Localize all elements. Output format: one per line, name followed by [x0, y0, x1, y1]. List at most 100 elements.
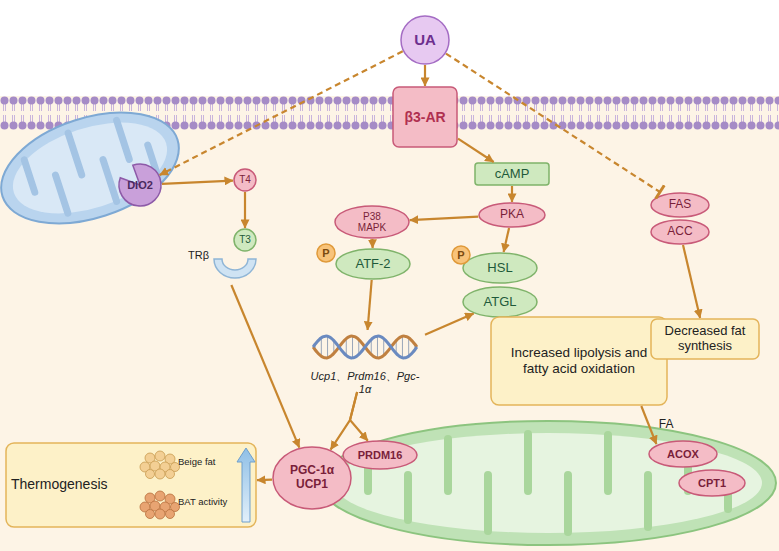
protein-ellipse-outline	[343, 441, 417, 469]
helix-rung	[327, 336, 328, 358]
edge-label: FA	[659, 417, 674, 431]
signal-arrow	[425, 314, 474, 335]
signal-arrow	[371, 239, 373, 248]
beige-fat-icon	[140, 451, 180, 479]
text-holder: DIO2	[118, 163, 162, 207]
receptor-cradle-outline	[214, 259, 256, 278]
brown-fat-icon	[140, 491, 180, 519]
phospho-circle: P	[316, 243, 336, 263]
text-holder: PGC-1αUCP1	[272, 446, 352, 510]
node-text: ACOX	[667, 448, 699, 461]
compound-circle: UA	[400, 15, 450, 65]
enzyme-ellipse-outline	[651, 193, 709, 217]
signal-arrow	[424, 65, 426, 86]
node-text: UCP1	[296, 478, 328, 492]
text-holder: T3	[233, 228, 257, 252]
text-holder: ACC	[650, 219, 710, 245]
factor-ellipse-outline	[336, 249, 410, 279]
enzyme-symbol-outline	[119, 164, 161, 206]
signal-arrow	[257, 478, 272, 481]
node-text: Decreased fat synthesis	[655, 324, 755, 354]
enzyme-ellipse: ACOX	[648, 440, 718, 468]
outcome-box: Increased lipolysis and fatty acid oxida…	[490, 316, 668, 406]
enzyme-symbol: DIO2	[118, 163, 162, 207]
text-holder: HSL	[462, 252, 538, 284]
text-holder: T4	[233, 168, 257, 192]
signal-arrow	[162, 181, 233, 184]
signal-arrow	[641, 406, 656, 444]
node-text: P	[457, 249, 464, 262]
node-text: β3-AR	[404, 109, 445, 125]
phospho-circle-outline	[317, 244, 335, 262]
lipase-ellipse-outline	[463, 253, 537, 283]
enzyme-ellipse: ACC	[650, 219, 710, 245]
helix-rung	[383, 339, 384, 356]
enzyme-ellipse-outline	[679, 470, 745, 496]
text-holder: β3-AR	[392, 86, 458, 148]
receptor-box-outline	[393, 87, 457, 147]
mitochondrion-outer	[0, 92, 193, 244]
node-text: ATF-2	[355, 257, 390, 272]
hormone-circle-outline	[234, 169, 256, 191]
node-text: ACC	[667, 225, 692, 239]
node-text: PRDM16	[358, 449, 403, 462]
text-holder: CPT1	[678, 469, 746, 497]
protein-ellipse: PRDM16	[342, 440, 418, 470]
outcome-box: Decreased fat synthesis	[650, 318, 760, 360]
text-holder: FAS	[650, 192, 710, 218]
signal-arrow	[410, 217, 479, 220]
node-text: Ucp1、Prdm16、Pgc-1α	[305, 370, 425, 395]
phospho-circle-outline	[452, 246, 470, 264]
node-text: TRβ	[188, 249, 220, 262]
messenger-box-outline	[475, 163, 549, 185]
node-text: P38 MAPK	[350, 211, 394, 234]
node-text: CPT1	[698, 477, 726, 490]
text-holder: PKA	[478, 202, 546, 228]
signal-arrow	[683, 245, 700, 318]
text-holder: ThermogenesisBeige fatBAT activity	[5, 442, 257, 528]
cytoplasm	[0, 96, 779, 551]
signal-arrow	[244, 192, 246, 228]
node-text: DIO2	[127, 179, 153, 192]
hormone-circle-outline	[234, 229, 256, 251]
node-text: T4	[239, 174, 251, 186]
signal-arrow	[350, 392, 368, 441]
helix-rung	[408, 338, 409, 357]
signal-arrow	[331, 392, 358, 450]
node-text: Increased lipolysis and fatty acid oxida…	[499, 345, 659, 376]
helix-rung	[321, 338, 322, 357]
node-text: P	[322, 247, 329, 260]
mitochondrion	[0, 92, 193, 244]
outcome-box-outline	[491, 317, 667, 405]
phospho-circle: P	[451, 245, 471, 265]
helix-rung	[402, 336, 403, 358]
node-text: BAT activity	[178, 497, 242, 508]
kinase-ellipse-outline	[479, 203, 545, 227]
text-holder: Increased lipolysis and fatty acid oxida…	[490, 316, 668, 406]
lipase-ellipse: HSL	[462, 252, 538, 284]
signal-arrow	[368, 280, 372, 330]
outcome-box: ThermogenesisBeige fatBAT activity	[5, 442, 257, 528]
enzyme-ellipse-outline	[651, 220, 709, 244]
text-holder: P	[451, 245, 471, 265]
helix-rung	[377, 336, 378, 358]
signal-arrow	[446, 54, 660, 192]
lipase-ellipse: ATGL	[462, 286, 538, 318]
node-text: PKA	[500, 208, 524, 222]
text-holder: cAMP	[474, 162, 550, 186]
enzyme-ellipse: FAS	[650, 192, 710, 218]
text-holder: ATGL	[462, 286, 538, 318]
protein-ellipse-outline	[273, 447, 351, 509]
increase-arrow	[237, 448, 255, 522]
factor-ellipse: ATF-2	[335, 248, 411, 280]
node-text: Thermogenesis	[11, 476, 123, 492]
mitochondrion	[320, 421, 776, 545]
protein-ellipse: PGC-1αUCP1	[272, 446, 352, 510]
text-holder: UA	[400, 15, 450, 65]
mitochondrion-outer	[320, 421, 776, 545]
helix-strand	[313, 336, 417, 358]
signal-arrow	[511, 186, 513, 202]
hormone-circle: T4	[233, 168, 257, 192]
